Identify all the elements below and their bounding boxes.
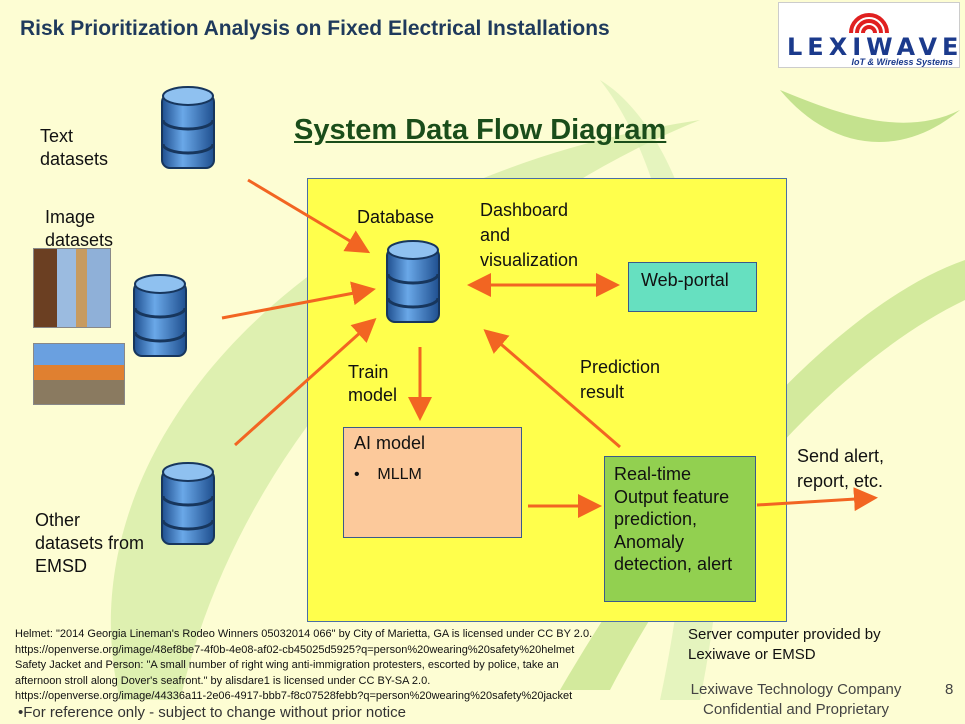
- company-name: Lexiwave Technology Company: [690, 681, 902, 698]
- credit-line: https://openverse.org/image/44336a11-2e0…: [15, 690, 573, 702]
- slide-title: Risk Prioritization Analysis on Fixed El…: [20, 17, 610, 40]
- credit-line: Safety Jacket and Person: "A small numbe…: [15, 659, 559, 671]
- credit-line: https://openverse.org/image/48ef8be7-4f0…: [15, 643, 575, 656]
- credit-line: afternoon stroll along Dover's seafront.…: [15, 674, 431, 687]
- diagram-heading: System Data Flow Diagram: [294, 114, 667, 146]
- arrow-send-alert: [756, 487, 878, 512]
- wireless-signal-icon: [849, 13, 889, 34]
- ai-model-item: • MLLM: [354, 466, 422, 483]
- realtime-output-box: Real-time Output feature prediction, Ano…: [604, 456, 756, 602]
- logo-wordmark: LEXIWAVE: [787, 33, 964, 61]
- lexiwave-logo: LEXIWAVE IoT & Wireless Systems: [778, 2, 960, 68]
- arrow-image-to-db: [221, 281, 376, 320]
- image-datasets-label: Image datasets: [45, 207, 114, 250]
- web-portal-box: Web-portal: [628, 262, 757, 312]
- server-note: Server computer provided by Lexiwave or …: [688, 626, 881, 663]
- ai-model-title: AI model: [354, 433, 426, 453]
- disclaimer: •For reference only - subject to change …: [18, 704, 406, 721]
- mllm-label: MLLM: [377, 466, 422, 483]
- dashboard-label: Dashboard and visualization: [480, 200, 579, 270]
- image-credits: Helmet: "2014 Georgia Lineman's Rodeo Wi…: [15, 627, 592, 705]
- arrow-prediction-to-db: [483, 329, 621, 449]
- page-number: 8: [945, 681, 954, 698]
- text-datasets-label: Text datasets: [40, 126, 109, 169]
- database-label: Database: [357, 207, 435, 227]
- ai-model-box: AI model • MLLM: [343, 427, 522, 538]
- credit-line: Helmet: "2014 Georgia Lineman's Rodeo Wi…: [15, 628, 593, 640]
- confidential-label: Confidential and Proprietary: [703, 701, 889, 718]
- company-footer: Lexiwave Technology Company Confidential…: [686, 680, 906, 720]
- arrow-emsd-to-db: [233, 317, 377, 447]
- helmet-photo: [33, 248, 111, 328]
- train-model-label: Train model: [348, 362, 398, 405]
- other-datasets-label: Other datasets from EMSD: [35, 510, 145, 576]
- prediction-result-label: Prediction result: [580, 357, 661, 402]
- send-alert-label: Send alert, report, etc.: [797, 446, 885, 491]
- arrow-text-to-db: [247, 178, 371, 254]
- safety-jacket-photo: [33, 343, 125, 405]
- logo-tagline: IoT & Wireless Systems: [851, 57, 953, 67]
